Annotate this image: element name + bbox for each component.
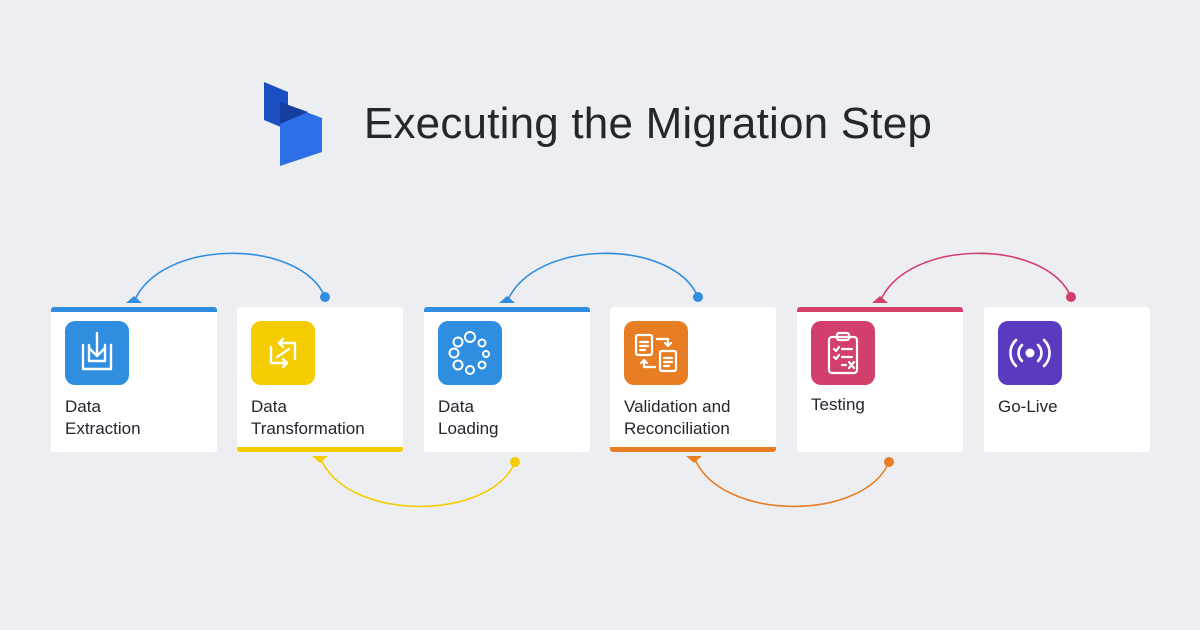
step-card-testing: Testing	[797, 307, 963, 452]
connector-arc-4	[693, 456, 890, 508]
connector-dot-4	[884, 457, 894, 467]
connector-dot-5	[1066, 292, 1076, 302]
connector-arc-2	[319, 456, 516, 508]
connector-dot-1	[320, 292, 330, 302]
loading-spinner-icon	[438, 321, 502, 385]
step-label: Validation and Reconciliation	[624, 397, 731, 438]
download-tray-icon	[65, 321, 129, 385]
header: Executing the Migration Step	[0, 76, 1200, 172]
page-title: Executing the Migration Step	[363, 99, 933, 148]
clipboard-checklist-icon	[811, 321, 875, 385]
step-card-validation-reconciliation: Validation and Reconciliation	[610, 307, 776, 452]
broadcast-icon	[998, 321, 1062, 385]
connector-dot-3	[693, 292, 703, 302]
connector-arc-1	[133, 252, 326, 303]
step-label: Testing	[811, 395, 865, 414]
card-notch-4	[686, 456, 702, 463]
document-exchange-icon	[624, 321, 688, 385]
dynamics-logo-icon	[263, 82, 322, 166]
card-notch-1	[126, 296, 142, 303]
step-card-data-extraction: Data Extraction	[51, 307, 217, 452]
card-notch-3	[499, 296, 515, 303]
step-card-data-transformation: Data Transformation	[237, 307, 403, 452]
step-label: Data Loading	[438, 397, 499, 438]
step-label: Data Transformation	[251, 397, 365, 438]
connector-dot-2	[510, 457, 520, 467]
step-label: Data Extraction	[65, 397, 141, 438]
step-card-go-live: Go-Live	[984, 307, 1150, 452]
connector-arc-3	[506, 252, 699, 303]
connector-arc-5	[879, 252, 1072, 303]
card-notch-5	[872, 296, 888, 303]
step-card-data-loading: Data Loading	[424, 307, 590, 452]
card-notch-2	[312, 456, 328, 463]
step-label: Go-Live	[998, 397, 1058, 416]
transform-arrows-icon	[251, 321, 315, 385]
